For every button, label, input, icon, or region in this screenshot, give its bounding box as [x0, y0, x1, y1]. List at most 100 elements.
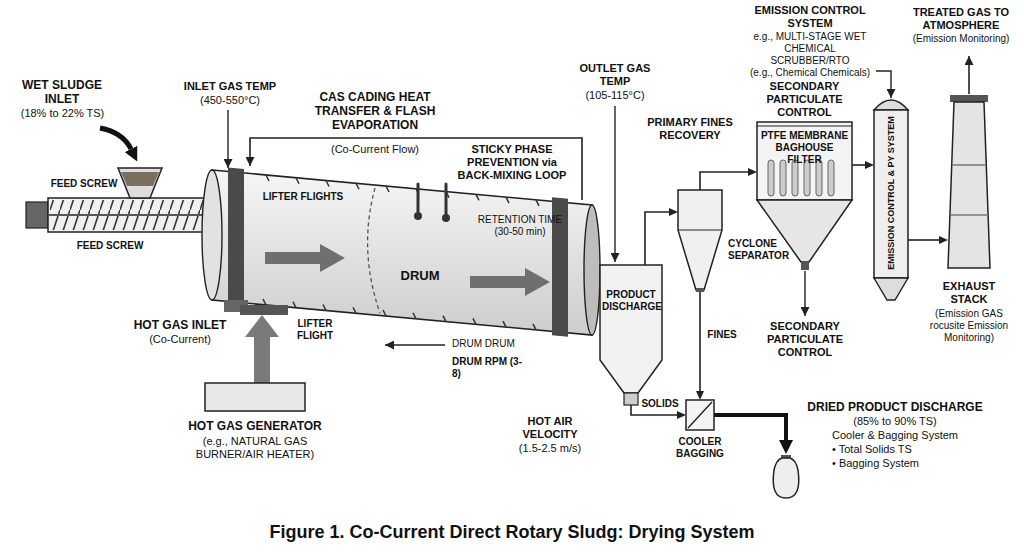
parameter-title: INLET GAS TEMP	[175, 80, 285, 93]
hot-gas-arrow	[254, 337, 270, 383]
output-title: DRIED PRODUCT DISCHARGE	[795, 400, 995, 414]
riding-ring	[228, 167, 244, 306]
product-discharge-hopper-outline	[600, 265, 662, 405]
lifter-flight	[476, 194, 479, 200]
leader-arrow	[876, 71, 891, 98]
inlet-title: WET SLUDGE INLET	[17, 78, 107, 106]
product-discharge-hopper: PRODUCT DISCHARGE	[600, 265, 662, 405]
dust-discharge-arrow	[804, 271, 805, 316]
product-bag	[773, 458, 799, 498]
equipment-label: COOLER BAGGING	[665, 436, 735, 460]
hot-gas-generator: HOT GAS GENERATOR(e.g., NATURAL GAS BURN…	[205, 383, 305, 411]
generator-box	[205, 383, 305, 411]
equipment-title: SECONDARY PARTICULATE CONTROL	[739, 80, 870, 119]
drum-shell	[212, 170, 592, 335]
hot-gas-generator-outline	[205, 383, 305, 411]
drum-label: DRUM	[390, 268, 450, 283]
filter-bag	[828, 160, 834, 196]
equipment-title: EXHAUST STACK	[923, 280, 1015, 306]
part-label: FEED SCREW	[70, 240, 150, 252]
figure-caption: Figure 1. Co-Current Direct Rotary Sludg…	[0, 522, 1024, 544]
screw-shaft	[48, 214, 212, 216]
screw-motor	[26, 202, 48, 228]
equipment-label: PTFE MEMBRANE BAGHOUSE FILTER	[759, 130, 850, 165]
equipment-label: EMISSION CONTROL & PY SYSTEM	[885, 101, 897, 285]
gas-duct	[908, 239, 939, 241]
flow-arrow	[265, 244, 345, 272]
lifter-flight	[353, 307, 356, 313]
cooler-box	[686, 400, 714, 430]
lifter-flight	[296, 178, 299, 184]
lifter-flight	[263, 299, 266, 305]
drum-end	[202, 170, 222, 300]
product-arrow	[714, 415, 786, 440]
scrubber-dome	[874, 100, 908, 110]
baghouse-filter: SECONDARY PARTICULATE CONTROLPTFE MEMBRA…	[757, 122, 852, 200]
exhaust-stack-outline	[948, 100, 990, 268]
feed-hopper	[118, 168, 162, 198]
part-label: LIFTER FLIGHT	[285, 318, 345, 342]
cyclone-seam	[678, 230, 722, 231]
stack-band	[952, 164, 986, 166]
lifter-flight	[533, 324, 536, 330]
filter-bag	[768, 160, 774, 196]
process-title: PRIMARY FINES RECOVERY	[640, 116, 740, 142]
flow-arrow	[470, 268, 550, 296]
outlet-note: (Emission Monitoring)	[905, 33, 1017, 45]
filter-bag	[792, 160, 798, 196]
lifter-flight	[356, 183, 359, 189]
cascade-curtain	[368, 188, 380, 313]
discharge-hopper	[600, 265, 662, 393]
lifter-flight	[293, 302, 296, 308]
lifter-flight	[506, 197, 509, 203]
part-label: FEED SCREW	[48, 178, 120, 190]
system-note: (e.g., Chemical Chemicals)	[745, 67, 875, 79]
equipment-note: (e.g., NATURAL GAS BURNER/AIR HEATER)	[180, 435, 330, 461]
connector-label: FINES	[705, 329, 738, 341]
baghouse-plate	[757, 126, 852, 127]
parameter-value: (1.5-2.5 m/s)	[505, 442, 595, 455]
lifter-flight	[443, 316, 446, 322]
sludge-inlet-arrow	[100, 128, 131, 149]
hopper-spout	[624, 393, 638, 405]
cooler-unit-outline	[686, 400, 714, 430]
lifter-flight	[386, 186, 389, 192]
cyclone-separator-outline	[678, 190, 722, 292]
parameter-value: (105-115°C)	[570, 89, 660, 102]
equipment-label: PRODUCT DISCHARGE	[602, 289, 660, 313]
flow-note: (Co-Current)	[125, 333, 235, 346]
outlet-title: TREATED GAS TO ATMOSPHERE	[905, 6, 1017, 32]
cyclone-body	[678, 190, 722, 290]
cooler-unit: COOLER BAGGING	[686, 400, 714, 430]
thermometer	[445, 184, 448, 214]
thermometer-bulb	[442, 214, 450, 222]
system-title: EMISSION CONTROL SYSTEM	[745, 4, 875, 30]
rotary-drum: DRUM	[200, 165, 605, 315]
cyclone-outlet	[696, 288, 704, 292]
gas-duct	[852, 164, 865, 166]
exhaust-stack: EXHAUST STACK(Emission GAS rocusite Emis…	[948, 100, 990, 268]
bearing-pad	[240, 305, 288, 315]
baghouse-outlet	[801, 262, 809, 270]
rotary-drum-outline	[200, 165, 605, 315]
thermometer-bulb	[414, 212, 422, 220]
parameter-title: OUTLET GAS TEMP	[570, 62, 660, 88]
lifter-flight	[473, 318, 476, 324]
treated-gas-arrow	[968, 56, 970, 94]
part-label: SECONDARY PARTICULATE CONTROL	[748, 320, 862, 359]
baghouse-hopper	[757, 200, 852, 262]
parameter-value: DRUM RPM (3-8)	[452, 356, 522, 380]
wet-sludge	[121, 172, 159, 186]
filter-bag	[816, 160, 822, 196]
feed-screw-tube	[48, 198, 212, 232]
bullet-item: • Total Solids TS	[832, 443, 982, 456]
output-note: Cooler & Bagging System	[795, 429, 995, 442]
lifter-flight	[383, 310, 386, 316]
fines-line	[699, 292, 701, 391]
emission-scrubber: EMISSION CONTROL & PY SYSTEM	[874, 100, 908, 300]
stack-band	[951, 214, 988, 216]
drum-end	[584, 205, 600, 335]
temp-pointer	[227, 110, 228, 168]
process-note: (Co-Current Flow)	[310, 143, 440, 156]
filter-bag	[780, 160, 786, 196]
